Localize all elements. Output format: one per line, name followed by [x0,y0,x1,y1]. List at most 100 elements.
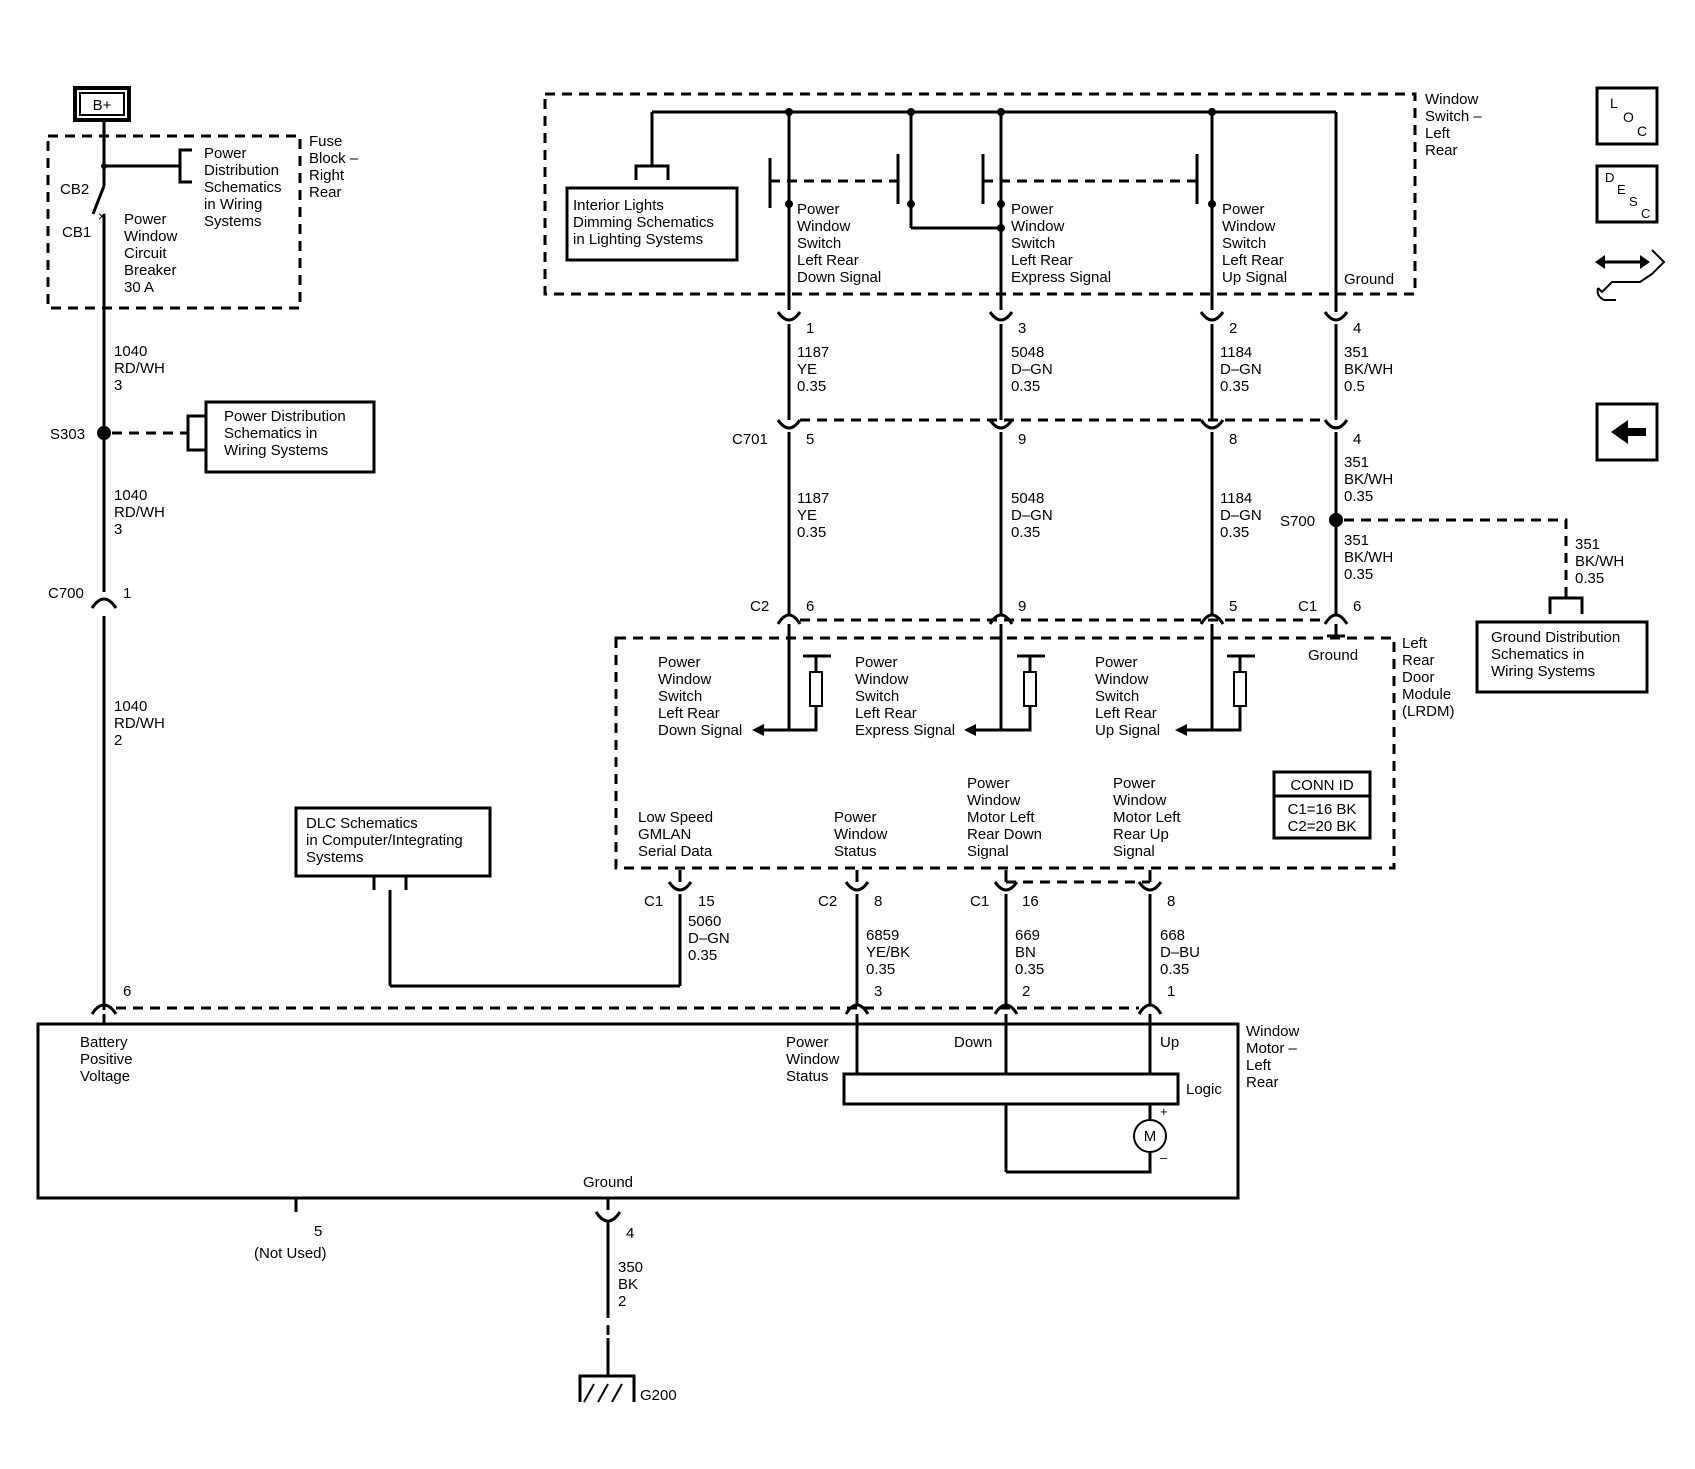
battery-positive-label: Battery Positive Voltage [80,1034,137,1085]
svg-text:D: D [1605,170,1614,185]
svg-text:8: 8 [1229,431,1237,448]
svg-text:(Not Used): (Not Used) [254,1245,327,1262]
input-down-signal [752,624,831,736]
lrdm-status-label: Power Window Status [834,809,892,860]
svg-text:3: 3 [874,983,882,1000]
svg-text:CB2: CB2 [60,181,89,198]
svg-text:–: – [1160,1150,1168,1165]
svg-text:C2: C2 [750,598,769,615]
power-distribution-reference: Power Distribution Schematics in Wiring … [204,145,286,230]
fuse-block-title: Fuse Block – Right Rear [309,133,362,201]
connector-tool-icon[interactable] [1595,249,1666,301]
lrdm-title: Left Rear Door Module (LRDM) [1402,635,1455,720]
svg-text:C701: C701 [732,431,768,448]
connector-id-table: CONN ID C1=16 BK C2=20 BK [1272,770,1372,840]
svg-text:3: 3 [1018,320,1026,337]
lrdm-motor-down-label: Power Window Motor Left Rear Down Signal [967,775,1046,860]
svg-text:CONN ID: CONN ID [1290,777,1354,794]
svg-text:Logic: Logic [1186,1081,1222,1098]
svg-text:9: 9 [1018,598,1026,615]
svg-text:G200: G200 [640,1387,677,1404]
svg-text:C: C [1637,123,1647,139]
svg-text:Ground: Ground [583,1174,633,1191]
svg-text:5: 5 [314,1223,322,1240]
switch-up-signal-label: Power Window Switch Left Rear Up Signal [1222,201,1288,286]
input-up-signal [1175,624,1255,736]
loc-icon[interactable]: L O C [1595,86,1659,146]
svg-text:+: + [1160,1104,1168,1119]
window-motor-title: Window Motor – Left Rear [1246,1023,1304,1091]
svg-text:C1: C1 [970,893,989,910]
svg-text:C1: C1 [1298,598,1317,615]
svg-text:C2: C2 [818,893,837,910]
splice-s303 [97,426,111,440]
svg-text:6: 6 [123,983,131,1000]
fuse-block-right-rear: Fuse Block – Right Rear × CB2 CB1 Power … [46,120,362,310]
svg-text:16: 16 [1022,893,1039,910]
lrdm-motor-up-label: Power Window Motor Left Rear Up Signal [1113,775,1185,860]
svg-text:Up: Up [1160,1034,1179,1051]
desc-icon[interactable]: D E S C [1595,164,1659,224]
svg-text:Down: Down [954,1034,992,1051]
motor-status-label: Power Window Status [786,1034,844,1085]
battery-plus-terminal: B+ [73,86,131,122]
svg-text:6: 6 [806,598,814,615]
svg-text:1: 1 [1167,983,1175,1000]
motor-icon [1133,1119,1167,1153]
ground-g200-icon [578,1338,636,1403]
lrdm-express-signal-label: Power Window Switch Left Rear Express Si… [855,654,955,739]
svg-text:E: E [1617,182,1626,197]
svg-text:1: 1 [123,585,131,602]
svg-text:1: 1 [806,320,814,337]
window-switch-left-rear: Window Switch – Left Rear [543,91,1482,310]
svg-text:S: S [1629,194,1638,209]
svg-text:5: 5 [806,431,814,448]
lrdm-gmlan-label: Low Speed GMLAN Serial Data [638,809,717,860]
splice-s700 [1329,513,1343,527]
svg-text:S700: S700 [1280,513,1315,530]
svg-text:4: 4 [1353,320,1361,337]
svg-text:Ground: Ground [1308,647,1358,664]
svg-text:2: 2 [1229,320,1237,337]
svg-text:5: 5 [1229,598,1237,615]
svg-text:C1: C1 [644,893,663,910]
svg-text:×: × [98,208,106,224]
svg-text:8: 8 [874,893,882,910]
logic-block [842,1072,1180,1106]
svg-text:S303: S303 [50,426,85,443]
svg-text:CB1: CB1 [62,224,91,241]
back-arrow-icon[interactable] [1595,402,1659,462]
switch-express-signal-label: Power Window Switch Left Rear Express Si… [1011,201,1111,286]
lrdm-down-signal-label: Power Window Switch Left Rear Down Signa… [658,654,742,739]
input-express-signal [964,624,1045,736]
svg-text:C: C [1641,206,1650,221]
circuit-breaker-label: Power Window Circuit Breaker 30 A [124,211,182,296]
interior-lights-box [565,186,739,262]
